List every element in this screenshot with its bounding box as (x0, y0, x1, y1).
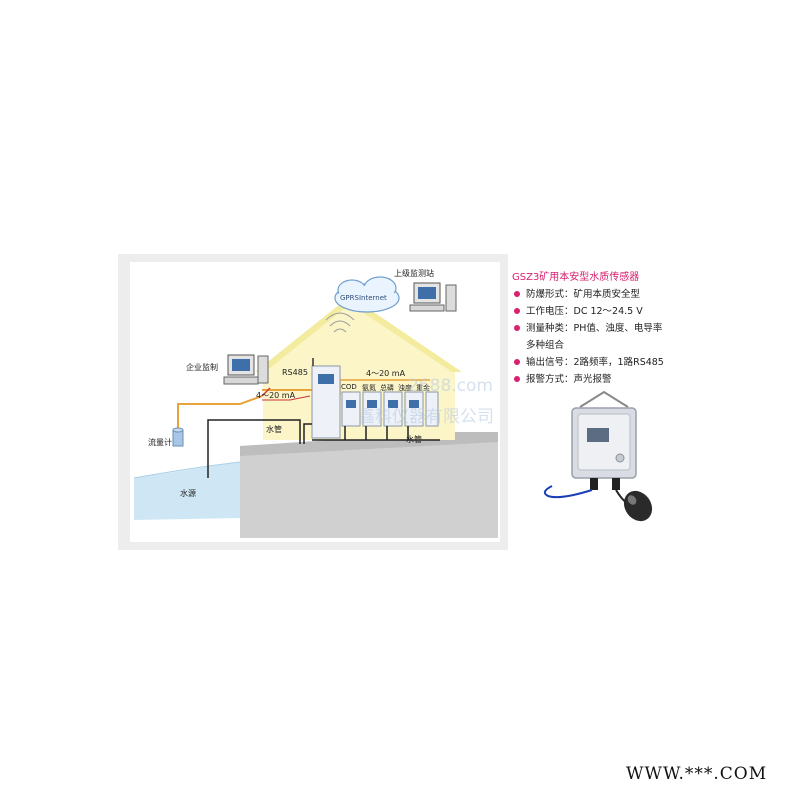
spec-item-text: 报警方式：声光报警 (526, 374, 612, 385)
bullet-icon (514, 291, 520, 297)
product-photo (543, 390, 653, 522)
spec-title: GSZ3矿用本安型水质传感器 (512, 272, 640, 283)
label-current-lower: 4～20 mA (256, 391, 296, 400)
water-source-shape (134, 462, 242, 520)
label-analyzer-5: 重金 (416, 384, 430, 392)
water-pipes (207, 419, 440, 478)
label-upper-station: 上级监测站 (394, 269, 434, 278)
wireless-signal-icon (325, 312, 355, 333)
label-analyzer-1: COD (341, 383, 357, 391)
spec-item: 报警方式：声光报警 (514, 371, 664, 388)
label-rs485: RS485 (282, 368, 308, 377)
footer-watermark: WWW.***.COM (626, 764, 768, 784)
controller-cabinet (311, 358, 341, 439)
spec-item: 测量种类：PH值、浊度、电导率 (514, 320, 664, 337)
spec-item-text: 输出信号：2路频率，1路RS485 (526, 357, 664, 368)
label-analyzer-3: 总磷 (380, 384, 394, 392)
label-current-upper: 4～20 mA (366, 369, 406, 378)
ground-block (240, 440, 498, 538)
spec-item: 输出信号：2路频率，1路RS485 (514, 354, 664, 371)
enterprise-computer-icon (223, 354, 269, 385)
flowmeter-icon (172, 427, 184, 447)
house-roof (255, 296, 462, 372)
bullet-icon (514, 325, 520, 331)
spec-item-text: 防爆形式：矿用本质安全型 (526, 289, 641, 300)
spec-list: 防爆形式：矿用本质安全型 工作电压：DC 12～24.5 V 测量种类：PH值、… (514, 286, 664, 388)
spec-item-text: 测量种类：PH值、浊度、电导率 (526, 323, 663, 334)
label-enterprise: 企业监制 (186, 363, 218, 372)
label-flowmeter: 流量计 (148, 438, 172, 447)
label-analyzer-4: 浊度 (398, 384, 412, 392)
analyzer-screens (346, 400, 419, 408)
water-surface (133, 461, 241, 479)
watermark-line-2: 鑫科仪器有限公司 (358, 407, 494, 427)
bullet-icon (514, 376, 520, 382)
gprs-cloud-icon (334, 276, 400, 313)
label-water-source: 水源 (180, 489, 196, 498)
spec-item: 防爆形式：矿用本质安全型 (514, 286, 664, 303)
bullet-icon (514, 359, 520, 365)
spec-item-text: 工作电压：DC 12～24.5 V (526, 306, 643, 317)
upper-station-computer-icon (409, 282, 457, 312)
spec-item: 工作电压：DC 12～24.5 V (514, 303, 664, 320)
label-water-pipe-right: 水管 (406, 435, 422, 444)
label-gprs: GPRSInternet (340, 294, 387, 302)
spec-item-continuation: 多种组合 (526, 340, 565, 351)
bullet-icon (514, 308, 520, 314)
watermark-line-1: 2688.com (408, 376, 493, 396)
label-water-pipe-left: 水管 (266, 425, 282, 434)
label-analyzer-2: 氨氮 (362, 384, 376, 392)
